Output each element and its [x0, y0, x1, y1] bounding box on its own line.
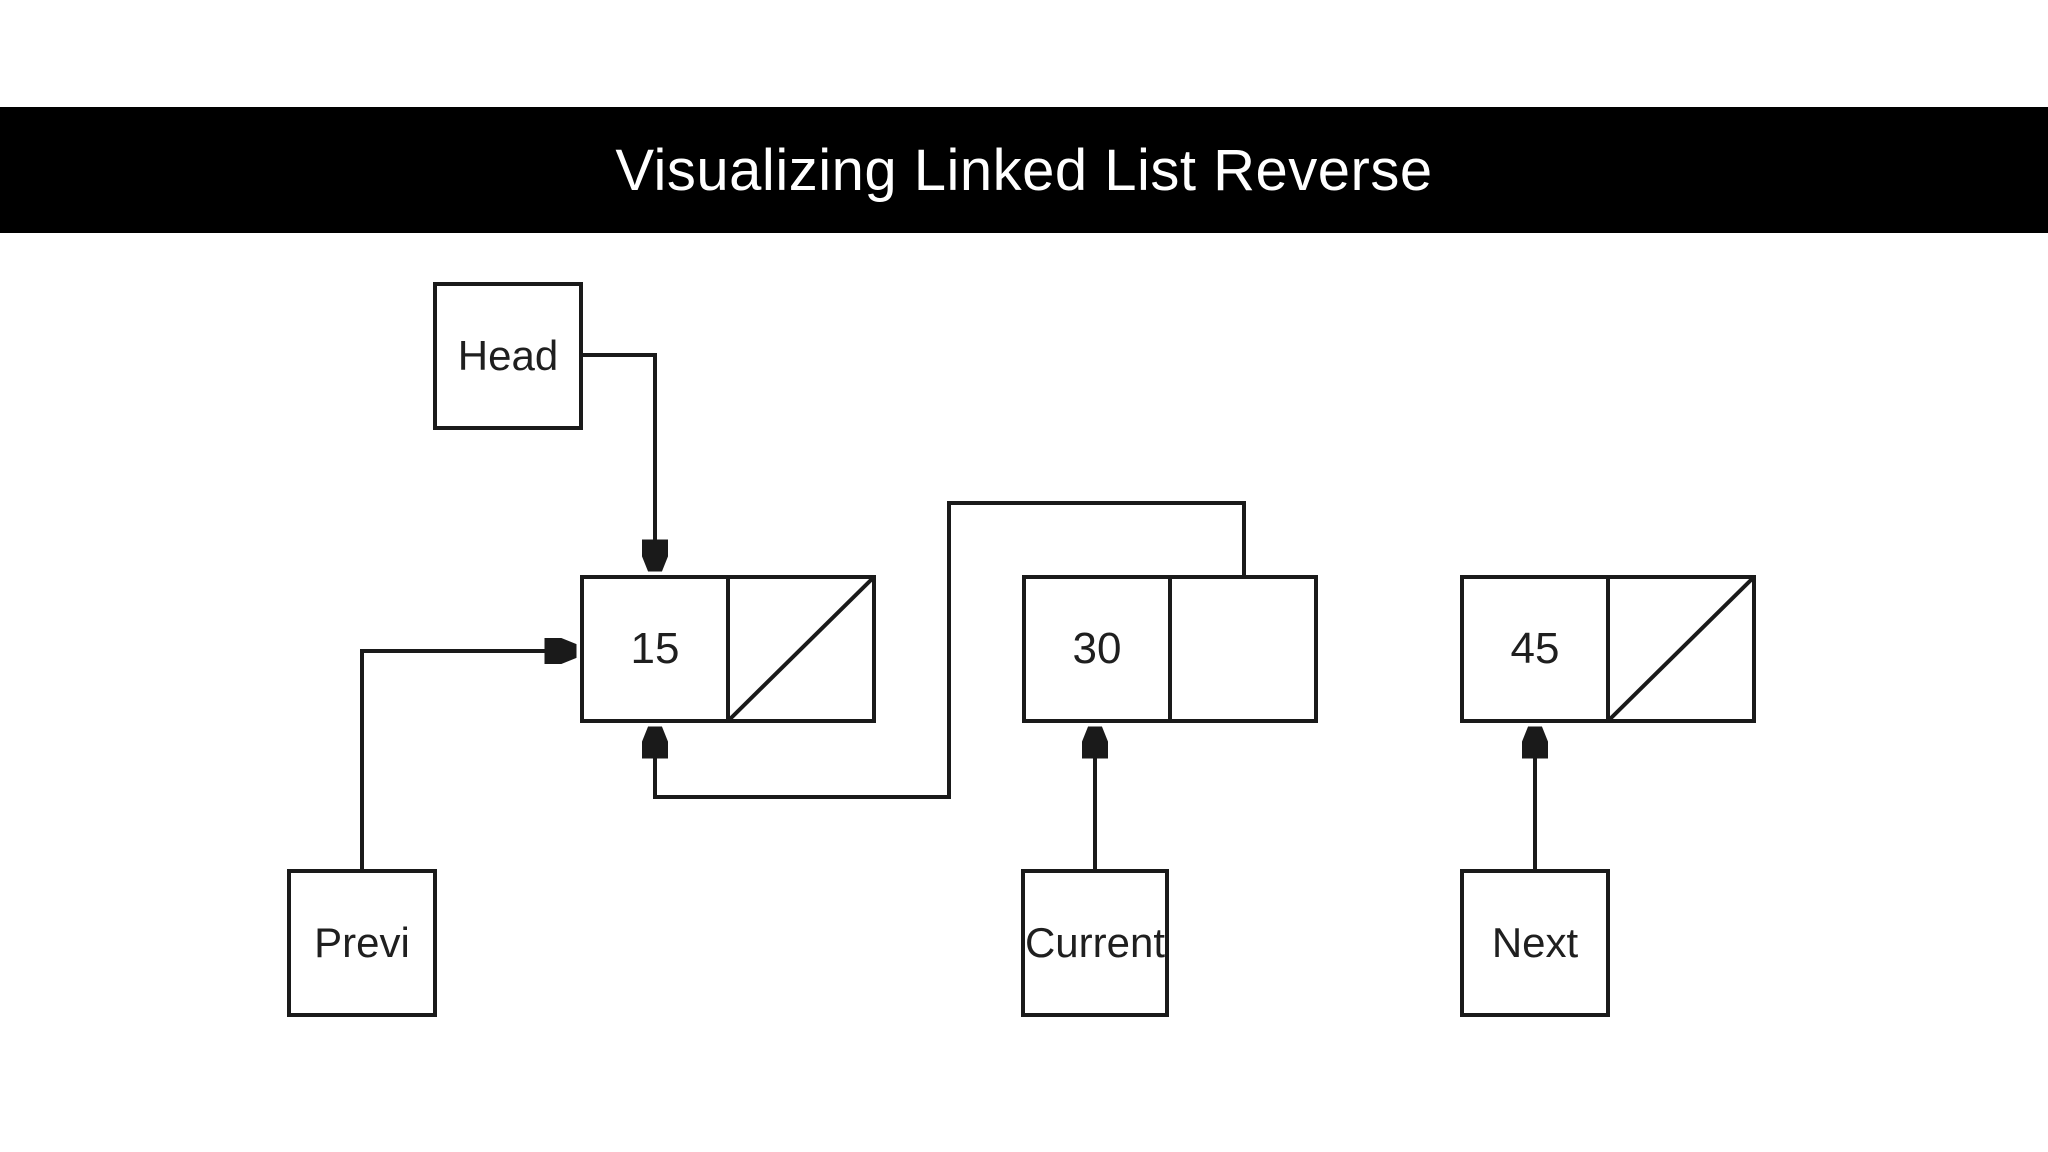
node-15-pointer-cell	[730, 579, 872, 719]
node-45-value-cell: 45	[1464, 579, 1610, 719]
prev-pointer-label: Previ	[314, 919, 410, 966]
next-pointer-label: Next	[1491, 919, 1579, 966]
edge-prev-to-node-15	[360, 651, 575, 869]
node-15: 15	[580, 575, 876, 723]
current-pointer-box: Current	[1021, 869, 1169, 1017]
node-30-value-cell: 30	[1026, 579, 1172, 719]
node-15-value: 15	[630, 624, 680, 673]
null-slash-icon	[730, 579, 872, 719]
head-pointer-label: Head	[457, 332, 559, 379]
node-30-pointer-cell	[1172, 579, 1314, 719]
next-pointer-box: Next	[1460, 869, 1610, 1017]
current-pointer-label: Current	[1024, 919, 1166, 966]
node-30-value: 30	[1072, 624, 1122, 673]
node-30: 30	[1022, 575, 1318, 723]
node-45-value: 45	[1510, 624, 1560, 673]
page-title: Visualizing Linked List Reverse	[615, 137, 1433, 203]
node-15-value-cell: 15	[584, 579, 730, 719]
null-slash-icon	[1610, 579, 1752, 719]
prev-pointer-box: Previ	[287, 869, 437, 1017]
title-banner: Visualizing Linked List Reverse	[0, 107, 2048, 233]
head-pointer-box: Head	[433, 282, 583, 430]
node-45-pointer-cell	[1610, 579, 1752, 719]
edge-head-to-node-15	[583, 353, 655, 570]
node-45: 45	[1460, 575, 1756, 723]
